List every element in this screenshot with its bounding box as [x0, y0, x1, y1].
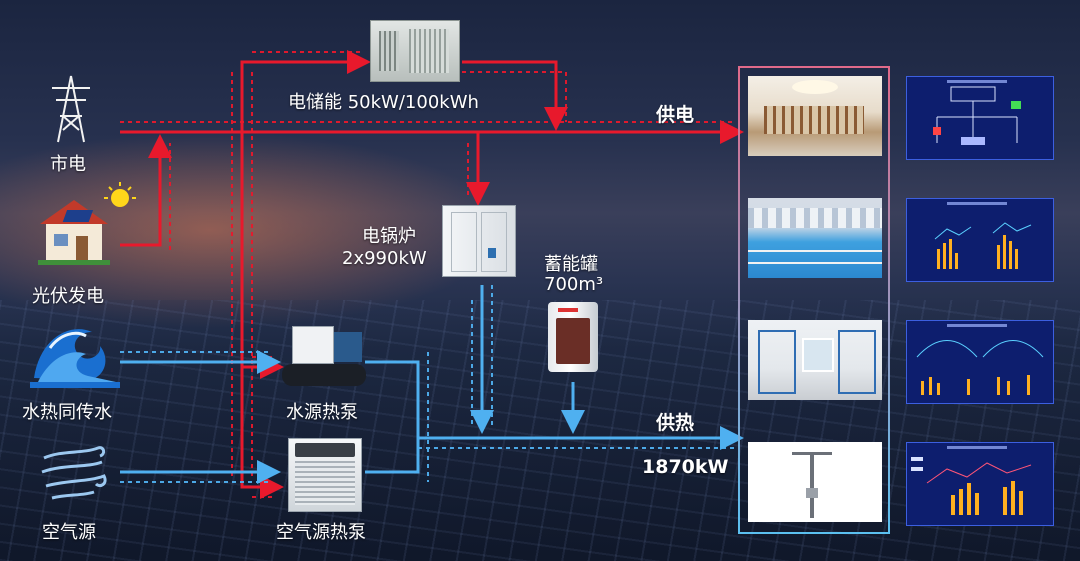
pool-dashboard-screen	[906, 198, 1054, 282]
water-wave-icon	[30, 318, 120, 390]
lobby-scene-image	[748, 76, 882, 156]
tank-spec: 700m³	[544, 274, 604, 295]
power-dashboard-screen	[906, 76, 1054, 160]
battery-storage-container-icon	[370, 20, 460, 82]
solar-label: 光伏发电	[32, 286, 104, 307]
street-lamp-scene-image	[748, 442, 882, 522]
water-heat-pump-label: 水源热泵	[286, 402, 358, 423]
transmission-tower-icon	[46, 72, 96, 144]
air-source-heat-pump-icon	[288, 438, 362, 512]
heat-lines	[120, 285, 744, 484]
power-lines	[120, 50, 744, 499]
boiler-name: 电锅炉	[362, 226, 416, 247]
power-supply-label: 供电	[656, 104, 695, 126]
thermal-storage-tank-icon	[548, 302, 598, 372]
storage-label: 电储能 50kW/100kWh	[288, 92, 479, 113]
heat-dash	[120, 285, 735, 483]
power-dash	[120, 51, 735, 498]
heat-capacity-label: 1870kW	[642, 456, 729, 478]
boiler-spec: 2x990kW	[342, 248, 427, 269]
dorm-dashboard-screen	[906, 320, 1054, 404]
swimming-pool-scene-image	[748, 198, 882, 278]
water-source-label: 水热同传水	[22, 402, 112, 423]
air-wind-icon	[38, 440, 110, 510]
grid-label: 市电	[50, 154, 86, 175]
air-source-label: 空气源	[42, 522, 96, 543]
solar-panel-field-background	[0, 300, 1080, 561]
solar-house-icon	[34, 180, 138, 266]
lamp-dashboard-screen	[906, 442, 1054, 526]
air-heat-pump-label: 空气源热泵	[276, 522, 366, 543]
heat-supply-label: 供热	[656, 412, 695, 434]
water-source-heat-pump-icon	[282, 326, 366, 392]
electric-boiler-icon	[442, 205, 516, 277]
tank-name: 蓄能罐	[544, 254, 598, 275]
dormitory-scene-image	[748, 320, 882, 400]
